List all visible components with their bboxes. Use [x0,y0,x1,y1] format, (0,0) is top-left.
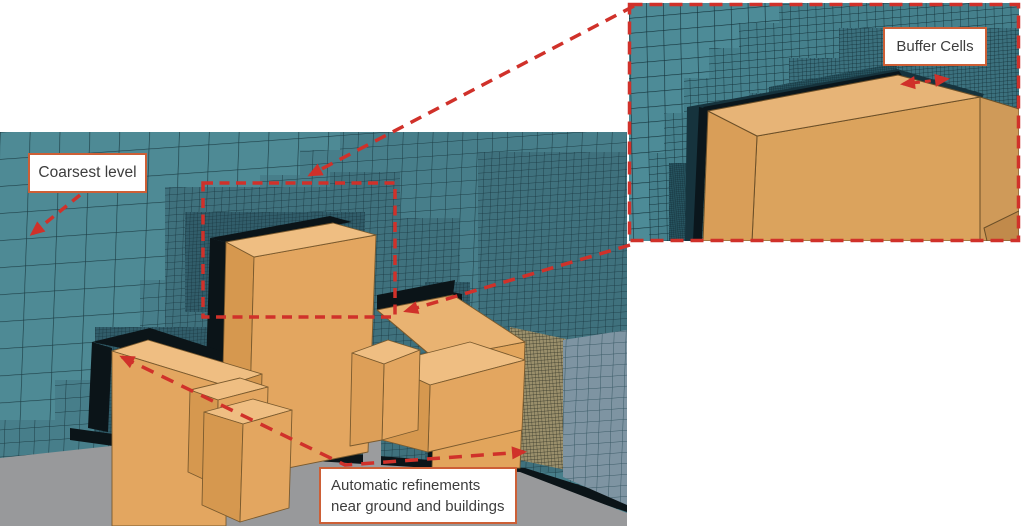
slate-mesh-block [563,330,627,505]
buffer-cells-label: Buffer Cells [883,27,987,66]
auto-refinements-text-line2: near ground and buildings [331,497,505,515]
building-small-box [201,398,293,523]
auto-refinements-text-line1: Automatic refinements [331,476,481,494]
coarsest-level-text: Coarsest level [38,164,137,181]
coarsest-level-label: Coarsest level [28,153,147,193]
buffer-cells-text: Buffer Cells [896,38,974,55]
building-t-shape [349,339,526,453]
auto-refinements-label: Automatic refinements near ground and bu… [319,467,517,524]
